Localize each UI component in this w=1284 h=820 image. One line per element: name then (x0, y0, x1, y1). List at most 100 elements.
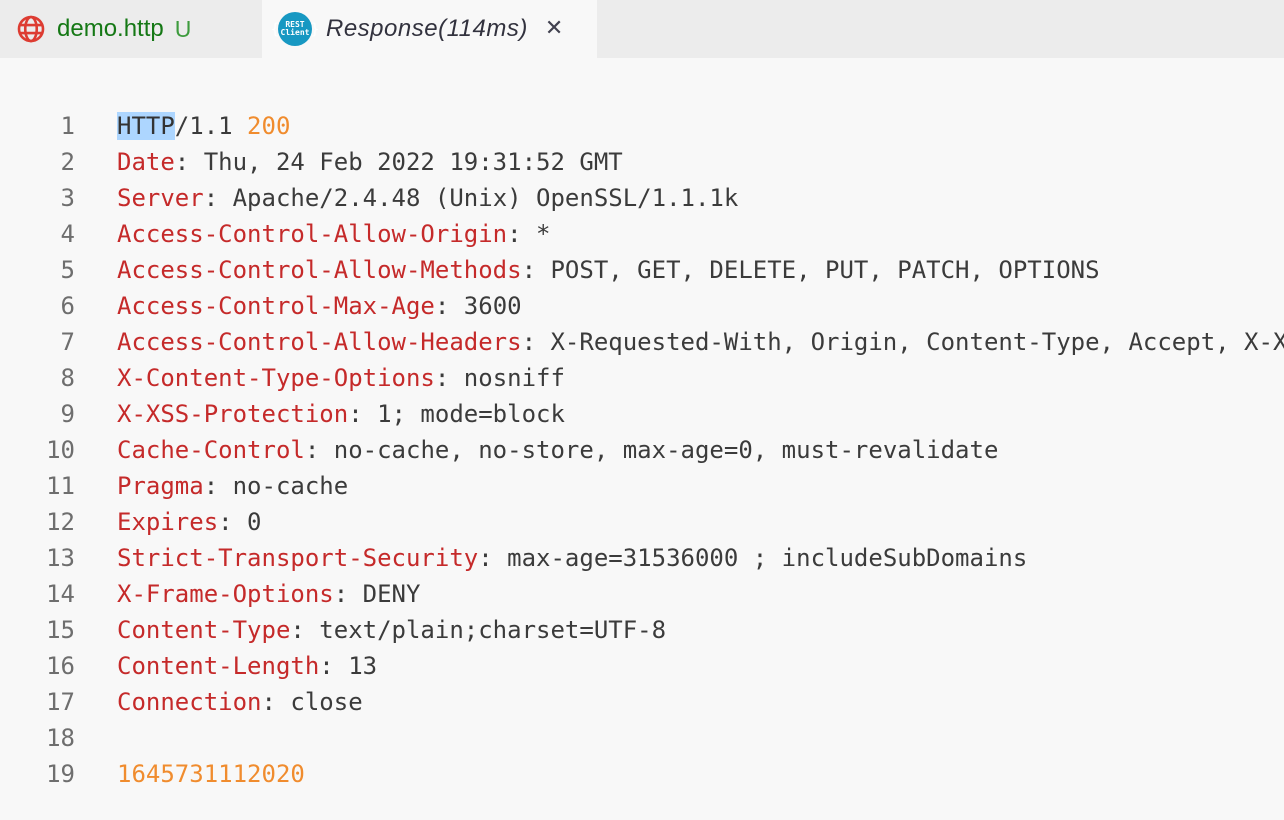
code-text: Cache-Control: no-cache, no-store, max-a… (117, 432, 998, 468)
code-text: Content-Type: text/plain;charset=UTF-8 (117, 612, 666, 648)
code-token: : 1; mode=block (348, 400, 565, 428)
code-token: Date (117, 148, 175, 176)
untracked-badge: U (174, 15, 192, 42)
code-token: X-Content-Type-Options (117, 364, 435, 392)
code-line[interactable]: 4 Access-Control-Allow-Origin: * (0, 216, 1284, 252)
code-line[interactable]: 17 Connection: close (0, 684, 1284, 720)
code-text: X-XSS-Protection: 1; mode=block (117, 396, 565, 432)
code-line[interactable]: 16 Content-Length: 13 (0, 648, 1284, 684)
code-text: Access-Control-Max-Age: 3600 (117, 288, 522, 324)
code-token: : no-cache (203, 472, 349, 500)
code-text: Access-Control-Allow-Origin: * (117, 216, 551, 252)
code-token: : no-cache, no-store, max-age=0, must-re… (304, 436, 999, 464)
line-number: 1 (60, 112, 75, 140)
line-number: 18 (46, 724, 75, 752)
code-token: Cache-Control (117, 436, 305, 464)
code-token: Expires (117, 508, 219, 536)
line-number: 8 (60, 364, 75, 392)
code-token: : 13 (319, 652, 378, 680)
code-token: : 3600 (434, 292, 522, 320)
code-line[interactable]: 11 Pragma: no-cache (0, 468, 1284, 504)
code-token: Access-Control-Allow-Origin (117, 220, 508, 248)
rest-icon-words: REST Client (281, 21, 310, 37)
close-icon[interactable]: ✕ (544, 16, 564, 41)
code-line[interactable]: 15 Content-Type: text/plain;charset=UTF-8 (0, 612, 1284, 648)
rest-icon-word-bottom: Client (280, 28, 310, 37)
code-text: Access-Control-Allow-Headers: X-Requeste… (117, 324, 1284, 360)
code-token: Pragma (117, 472, 204, 500)
code-token: X-Frame-Options (117, 580, 334, 608)
code-line[interactable]: 18 (0, 720, 1284, 756)
code-text: Strict-Transport-Security: max-age=31536… (117, 540, 1027, 576)
line-number: 19 (46, 760, 75, 788)
code-token: : Apache/2.4.48 (Unix) OpenSSL/1.1.1k (203, 184, 739, 212)
code-text: Server: Apache/2.4.48 (Unix) OpenSSL/1.1… (117, 180, 738, 216)
code-text: Connection: close (117, 684, 363, 720)
line-number: 14 (46, 580, 75, 608)
code-text: Content-Length: 13 (117, 648, 377, 684)
line-number: 10 (46, 436, 75, 464)
code-text: Pragma: no-cache (117, 468, 348, 504)
line-number: 15 (46, 616, 75, 644)
code-line[interactable]: 19 1645731112020 (0, 756, 1284, 792)
code-line[interactable]: 10 Cache-Control: no-cache, no-store, max… (0, 432, 1284, 468)
tab-label-demo-http: demo.http (57, 15, 164, 42)
code-token: : close (261, 688, 363, 716)
code-line[interactable]: 8 X-Content-Type-Options: nosniff (0, 360, 1284, 396)
code-token: 1645731112020 (117, 760, 305, 788)
line-number: 16 (46, 652, 75, 680)
code-token: X-XSS-Protection (117, 400, 349, 428)
code-text: Date: Thu, 24 Feb 2022 19:31:52 GMT (117, 144, 623, 180)
line-number: 4 (60, 220, 75, 248)
code-token: Server (117, 184, 204, 212)
rest-icon-brace-left: { (270, 19, 280, 38)
line-number: 12 (46, 508, 75, 536)
code-line[interactable]: 2 Date: Thu, 24 Feb 2022 19:31:52 GMT (0, 144, 1284, 180)
code-token: : Thu, 24 Feb 2022 19:31:52 GMT (174, 148, 623, 176)
code-token: : DENY (333, 580, 421, 608)
rest-icon-brace-right: } (310, 19, 320, 38)
code-token: /1.1 (174, 112, 248, 140)
tab-demo-http[interactable]: demo.http U (0, 0, 262, 58)
code-text: 1645731112020 (117, 756, 305, 792)
code-token: Content-Type (117, 616, 291, 644)
line-number: 11 (46, 472, 75, 500)
code-token: Access-Control-Max-Age (117, 292, 435, 320)
rest-client-icon: { REST Client } (271, 12, 319, 46)
code-text: X-Frame-Options: DENY (117, 576, 420, 612)
code-token: : POST, GET, DELETE, PUT, PATCH, OPTIONS (521, 256, 1100, 284)
code-token: : X-Requested-With, Origin, Content-Type… (521, 328, 1284, 356)
code-token: : nosniff (434, 364, 565, 392)
code-line[interactable]: 12 Expires: 0 (0, 504, 1284, 540)
rest-icon-word-top: REST (285, 20, 305, 29)
line-number: 2 (60, 148, 75, 176)
code-line[interactable]: 7 Access-Control-Allow-Headers: X-Request… (0, 324, 1284, 360)
line-number: 7 (60, 328, 75, 356)
code-line[interactable]: 14 X-Frame-Options: DENY (0, 576, 1284, 612)
code-text: X-Content-Type-Options: nosniff (117, 360, 565, 396)
code-token: Access-Control-Allow-Headers (117, 328, 522, 356)
line-number: 17 (46, 688, 75, 716)
code-token: Connection (117, 688, 262, 716)
code-token: 200 (247, 112, 291, 140)
globe-icon (16, 14, 46, 44)
code-token: Content-Length (117, 652, 320, 680)
code-token: : * (507, 220, 551, 248)
code-token: : max-age=31536000 ; includeSubDomains (478, 544, 1028, 572)
tab-bar: demo.http U { REST Client } Response(114… (0, 0, 1284, 58)
code-text: Expires: 0 (117, 504, 262, 540)
tab-response[interactable]: { REST Client } Response(114ms) ✕ (262, 0, 597, 58)
line-number: 5 (60, 256, 75, 284)
code-text: Access-Control-Allow-Methods: POST, GET,… (117, 252, 1100, 288)
code-line[interactable]: 13 Strict-Transport-Security: max-age=315… (0, 540, 1284, 576)
line-number: 13 (46, 544, 75, 572)
code-token: Access-Control-Allow-Methods (117, 256, 522, 284)
code-line[interactable]: 5 Access-Control-Allow-Methods: POST, GET… (0, 252, 1284, 288)
code-token: : 0 (218, 508, 262, 536)
